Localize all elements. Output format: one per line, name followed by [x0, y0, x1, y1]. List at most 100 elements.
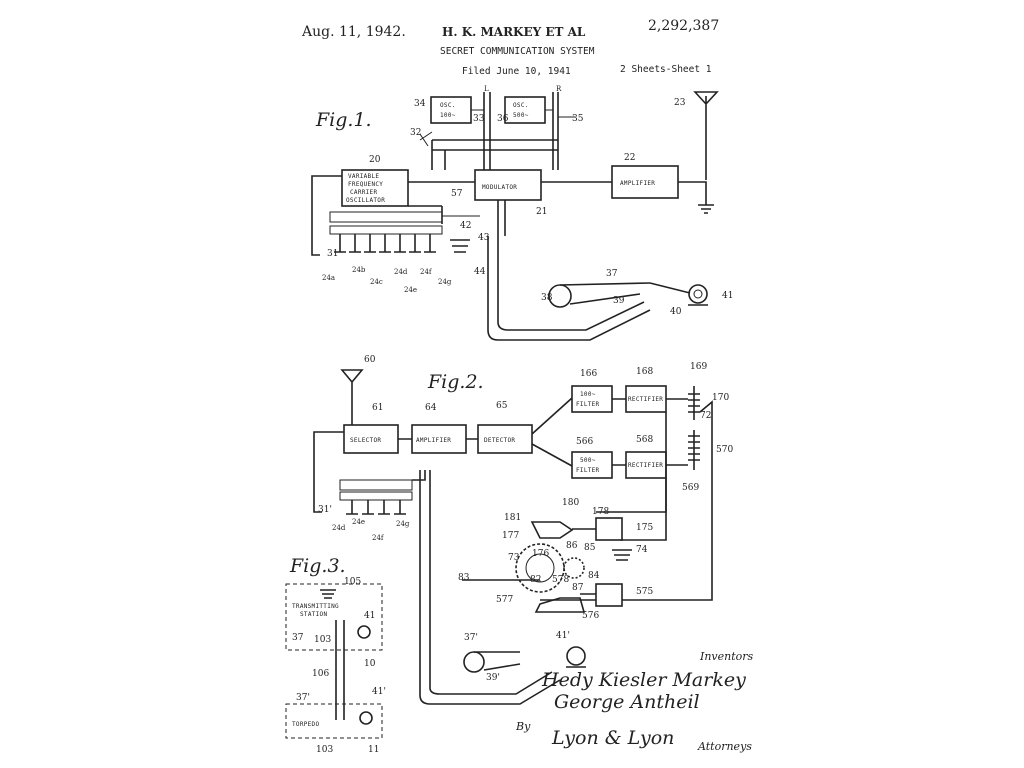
filter-100-box — [571, 385, 613, 413]
solenoid-links — [572, 528, 596, 595]
osc-100-label-line2: 100~ — [440, 112, 456, 119]
antenna-23 — [693, 91, 719, 180]
contact-bar-top-fig2 — [339, 479, 413, 491]
key-stems — [339, 234, 431, 252]
battery-74 — [612, 549, 632, 561]
filter-500-line2: FILTER — [576, 467, 600, 474]
ref-181: 181 — [504, 513, 521, 523]
ref-568: 568 — [636, 435, 653, 445]
ref-37-fig3: 37 — [292, 633, 304, 643]
ref-84: 84 — [588, 571, 600, 581]
ref-64: 64 — [425, 403, 437, 413]
ref-31: 31 — [327, 249, 338, 259]
detector-box — [477, 424, 533, 454]
solenoid-175 — [595, 517, 623, 541]
battery-105 — [320, 589, 336, 599]
bank-to-cable — [412, 470, 426, 481]
key-24d: 24d — [394, 268, 408, 276]
selector-feedback-line — [313, 431, 344, 513]
patent-number: 2,292,387 — [648, 18, 719, 34]
amplifier-box-fig2 — [411, 424, 467, 454]
ref-20: 20 — [369, 155, 381, 165]
fig2-receiver-diagram: Fig.2. 60 SELECTOR 61 AMPLIFIER 64 DETEC… — [313, 355, 733, 705]
escapement-180 — [530, 521, 574, 539]
ref-31-prime: 31' — [318, 505, 332, 515]
ref-32: 32 — [410, 128, 421, 138]
gear-small — [563, 557, 585, 579]
inventor-name-markey: Hedy Kiesler Markey — [541, 669, 746, 691]
key-24c: 24c — [370, 278, 383, 286]
ref-44: 44 — [474, 267, 486, 277]
key-24g: 24g — [438, 278, 452, 286]
relay-armature-line — [540, 400, 713, 601]
gear-large — [515, 543, 565, 593]
ref-168: 168 — [636, 367, 653, 377]
vfo-label-line1: VARIABLE — [348, 173, 379, 180]
key-24a: 24a — [322, 274, 335, 282]
transmitting-station-line1: TRANSMITTING — [292, 603, 339, 610]
contact-bar-top — [329, 211, 443, 223]
ref-41-fig3: 41 — [364, 611, 375, 621]
ref-578: 578 — [552, 575, 569, 585]
ref-L: L — [484, 85, 489, 93]
motor-41-hub — [693, 289, 703, 299]
key-24d-fig2: 24d — [332, 524, 346, 532]
ref-35: 35 — [572, 114, 584, 124]
ref-569: 569 — [682, 483, 699, 493]
oscillator-leads — [471, 109, 575, 118]
fig1-title: Fig.1. — [315, 109, 372, 131]
ref-23: 23 — [674, 98, 686, 108]
ref-41-prime-fig3: 41' — [372, 687, 386, 697]
ref-61: 61 — [372, 403, 383, 413]
fig3-title: Fig.3. — [289, 555, 346, 577]
key-24e-fig2: 24e — [352, 518, 365, 526]
ref-170: 170 — [712, 393, 729, 403]
rectifier-label-100: RECTIFIER — [628, 396, 663, 403]
ground-symbol — [698, 204, 714, 214]
vfo-label-line4: OSCILLATOR — [346, 197, 385, 204]
patent-inventors: H. K. MARKEY ET AL — [442, 25, 586, 39]
key-stems-fig2 — [351, 500, 401, 514]
cable-inner-fig2 — [429, 470, 553, 695]
modulator-box — [474, 169, 542, 201]
filter-rectifier-links — [612, 398, 688, 466]
motor-41 — [688, 284, 708, 304]
ref-103-fig3: 103 — [314, 635, 331, 645]
by-label: By — [515, 720, 531, 733]
ref-176: 176 — [532, 549, 549, 559]
ref-39-prime: 39' — [486, 673, 500, 683]
escapement-577 — [534, 597, 586, 613]
ref-74: 74 — [636, 545, 648, 555]
transmitting-station-line2: STATION — [300, 611, 327, 618]
ref-41: 41 — [722, 291, 733, 301]
ref-72: 72 — [700, 411, 711, 421]
rectifier-box-500 — [625, 451, 667, 479]
variable-frequency-oscillator-box — [341, 169, 409, 207]
ref-37-prime: 37' — [464, 633, 478, 643]
key-24b: 24b — [352, 266, 366, 274]
motor-41-prime-fig3 — [359, 711, 373, 725]
modulator-label: MODULATOR — [482, 184, 517, 191]
ref-R: R — [556, 85, 562, 93]
ref-177: 177 — [502, 531, 519, 541]
record-strip-fig2 — [474, 651, 521, 671]
osc-100-label-line1: OSC. — [440, 102, 456, 109]
vfo-feedback-line — [311, 175, 342, 256]
ref-566: 566 — [576, 437, 593, 447]
fig1-transmitter-diagram: Fig.1. OSC. 100~ OSC. 500~ 34 33 36 35 3… — [311, 85, 733, 341]
ref-103-torpedo: 103 — [316, 745, 333, 755]
battery-43 — [450, 239, 470, 253]
cable-outer — [487, 236, 651, 341]
oscillator-drop-lines — [431, 140, 446, 170]
record-strip-37 — [559, 282, 651, 305]
filter-500-box — [571, 451, 613, 479]
ref-180: 180 — [562, 498, 579, 508]
filter-100-line1: 100~ — [580, 391, 596, 398]
fig2-title: Fig.2. — [427, 371, 484, 393]
ref-33: 33 — [473, 114, 485, 124]
rectifier-500-return — [620, 478, 667, 541]
ref-577: 577 — [496, 595, 513, 605]
detector-branches — [531, 397, 573, 467]
ref-42: 42 — [460, 221, 471, 231]
